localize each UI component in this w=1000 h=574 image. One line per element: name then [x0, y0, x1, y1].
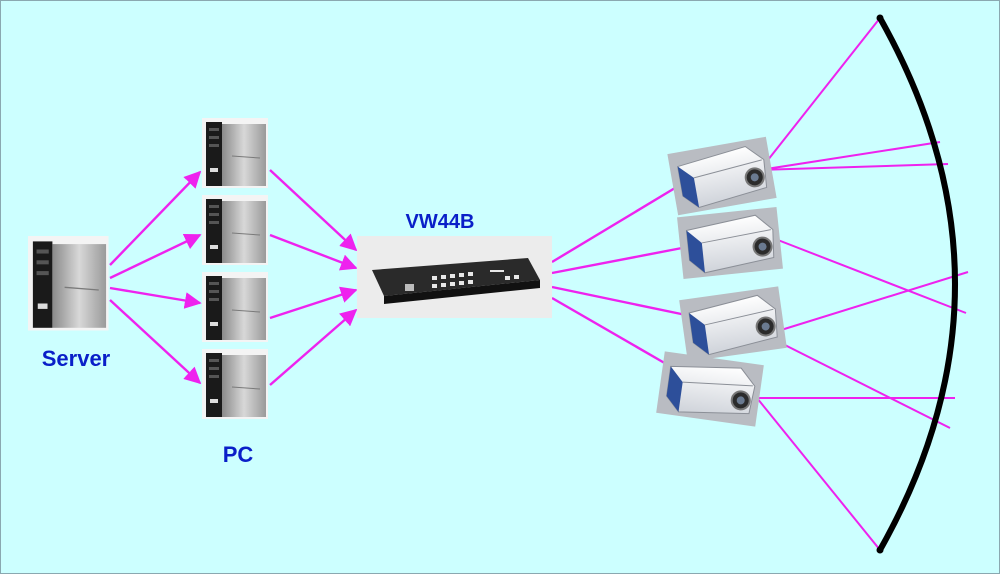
pc-tower-icon [201, 348, 269, 420]
beam-1c [759, 163, 949, 171]
link-pc-2-switcher [269, 233, 358, 271]
beam-1b [759, 141, 941, 171]
server-to-pc-links [109, 170, 202, 385]
link-pc-3-switcher [269, 286, 358, 320]
projection-beams [756, 17, 969, 551]
link-switcher-projector-1 [551, 186, 676, 264]
link-pc-1-switcher [269, 169, 358, 252]
screen-bottom-node [876, 546, 884, 554]
switcher-to-projector-links [551, 186, 687, 367]
pc-tower-icon [201, 117, 269, 189]
link-switcher-projector-2 [551, 246, 683, 275]
pc-to-switcher-links [269, 169, 358, 386]
server-label: Server [42, 346, 111, 371]
link-server-pc-1 [109, 170, 202, 266]
pc-tower-icon [201, 271, 269, 343]
pc-label: PC [223, 442, 254, 467]
beam-3a [764, 271, 969, 336]
link-switcher-projector-3 [551, 285, 687, 317]
pc-tower-icon [201, 194, 269, 266]
switcher-label: VW44B [406, 211, 475, 233]
link-switcher-projector-4 [551, 296, 669, 367]
video-wall-controller-icon [357, 236, 552, 318]
link-server-pc-2 [109, 233, 202, 280]
screen-top-node [876, 14, 884, 22]
beam-4b [756, 397, 881, 551]
beam-2a [764, 234, 967, 314]
server-tower-icon [27, 235, 110, 332]
link-pc-4-switcher [269, 308, 358, 386]
link-server-pc-3 [109, 286, 202, 309]
projector-icon [676, 205, 784, 281]
curved-screen-icon [877, 15, 958, 553]
beam-3b [764, 334, 951, 429]
link-server-pc-4 [109, 299, 202, 385]
beam-1a [759, 17, 881, 171]
